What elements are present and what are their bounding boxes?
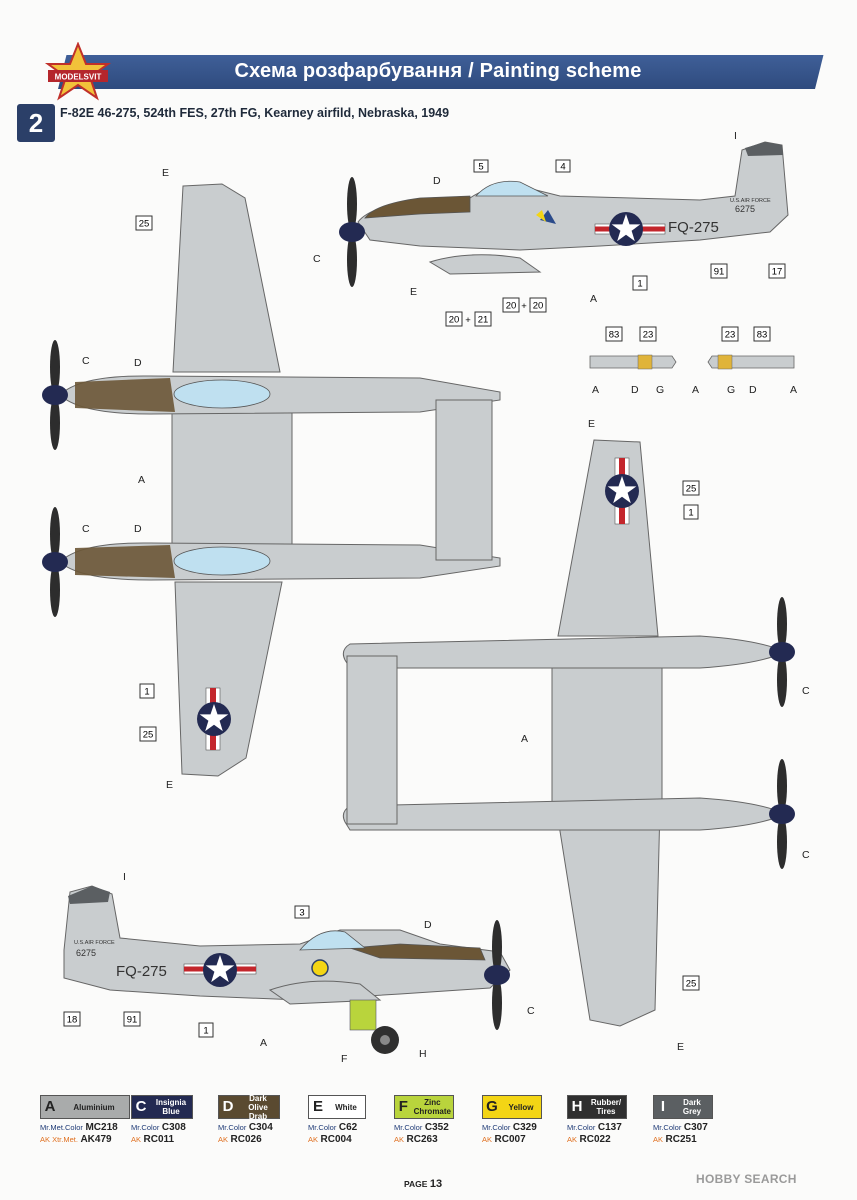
ref-g-2: G <box>727 384 735 396</box>
top-plan-view <box>42 183 501 777</box>
ref-c-4: C <box>802 685 810 697</box>
scheme-number: 2 <box>17 104 55 142</box>
side-code-top: FQ-275 <box>668 219 719 236</box>
callout-1-top-plan: 1 <box>144 687 149 698</box>
ref-a-4: A <box>692 384 699 396</box>
ref-a-3: A <box>592 384 599 396</box>
callout-17: 17 <box>772 267 783 278</box>
callout-4: 4 <box>560 162 565 173</box>
scheme-title: F-82E 46-275, 524th FES, 27th FG, Kearne… <box>60 106 450 120</box>
callout-18: 18 <box>67 1015 78 1026</box>
callouts: 5 4 25 1 91 17 20 + 21 20 + 20 83 23 23 … <box>63 159 786 1038</box>
drop-tanks <box>589 354 795 370</box>
callout-83-left: 83 <box>609 330 620 341</box>
callout-plus-b: + <box>521 301 527 312</box>
callout-23-right: 23 <box>725 330 736 341</box>
ref-a-5: A <box>790 384 797 396</box>
callout-20-a: 20 <box>449 315 460 326</box>
callout-3: 3 <box>299 908 304 919</box>
ref-e-4: E <box>166 779 173 791</box>
logo-text: MODELSVIT <box>55 73 102 82</box>
callout-25-top: 25 <box>139 219 150 230</box>
ref-h-1: H <box>419 1048 427 1060</box>
color-refs: E D I C E A C D A C D A D G A G D A E C … <box>82 130 810 1065</box>
page-title: Схема розфарбування / Painting scheme <box>234 60 642 82</box>
ref-d-3: D <box>134 523 142 535</box>
callout-83-right: 83 <box>757 330 768 341</box>
ref-a-7: A <box>260 1037 267 1049</box>
callout-5: 5 <box>478 162 483 173</box>
ref-c-1: C <box>313 253 321 265</box>
callout-plus-a: + <box>465 315 471 326</box>
ref-c-5: C <box>802 849 810 861</box>
callout-1-bottom-plan: 1 <box>688 508 693 519</box>
ref-a-2: A <box>138 474 145 486</box>
callout-20-b: 20 <box>506 301 517 312</box>
callout-25-bottom-plan: 25 <box>686 484 697 495</box>
ref-e-3: E <box>588 418 595 430</box>
side-view-right: FQ-275 U.S.AIR FORCE 6275 <box>63 885 511 1054</box>
callout-25-bottom-side: 25 <box>686 979 697 990</box>
tail-text-top: U.S.AIR FORCE <box>730 198 771 204</box>
ref-c-2: C <box>82 355 90 367</box>
ref-f-1: F <box>341 1053 347 1065</box>
tail-serial-top: 6275 <box>735 204 755 214</box>
bottom-plan-view <box>342 439 795 1027</box>
callout-91-top: 91 <box>714 267 725 278</box>
painting-scheme-artwork: FQ-275 U.S.AIR FORCE 6275 <box>42 130 810 1065</box>
ref-c-6: C <box>527 1005 535 1017</box>
tail-text-bottom: U.S.AIR FORCE <box>74 940 115 946</box>
watermark: HOBBY SEARCH <box>696 1172 797 1186</box>
callout-1-bottom-side: 1 <box>203 1026 208 1037</box>
ref-e-2: E <box>410 286 417 298</box>
callout-20-c: 20 <box>533 301 544 312</box>
page-header: MODELSVIT Схема розфарбування / Painting… <box>0 42 857 101</box>
ref-i-1: I <box>734 130 737 142</box>
page-number: PAGE 13 <box>404 1178 443 1190</box>
side-code-bottom: FQ-275 <box>116 963 167 980</box>
callout-25-top-plan: 25 <box>143 730 154 741</box>
ref-a-1: A <box>590 293 597 305</box>
ref-e-1: E <box>162 167 169 179</box>
ref-e-5: E <box>677 1041 684 1053</box>
ref-d-1: D <box>433 175 441 187</box>
ref-d-5: D <box>749 384 757 396</box>
ref-d-6: D <box>424 919 432 931</box>
ref-g-1: G <box>656 384 664 396</box>
side-view-left: FQ-275 U.S.AIR FORCE 6275 <box>339 141 789 287</box>
callout-21: 21 <box>478 315 489 326</box>
callout-23-left: 23 <box>643 330 654 341</box>
callout-91-bottom: 91 <box>127 1015 138 1026</box>
ref-d-4: D <box>631 384 639 396</box>
ref-i-2: I <box>123 871 126 883</box>
ref-d-2: D <box>134 357 142 369</box>
modelsvit-logo: MODELSVIT <box>44 42 112 101</box>
tail-serial-bottom: 6275 <box>76 948 96 958</box>
ref-a-6: A <box>521 733 528 745</box>
ref-c-3: C <box>82 523 90 535</box>
callout-1-top: 1 <box>637 279 642 290</box>
